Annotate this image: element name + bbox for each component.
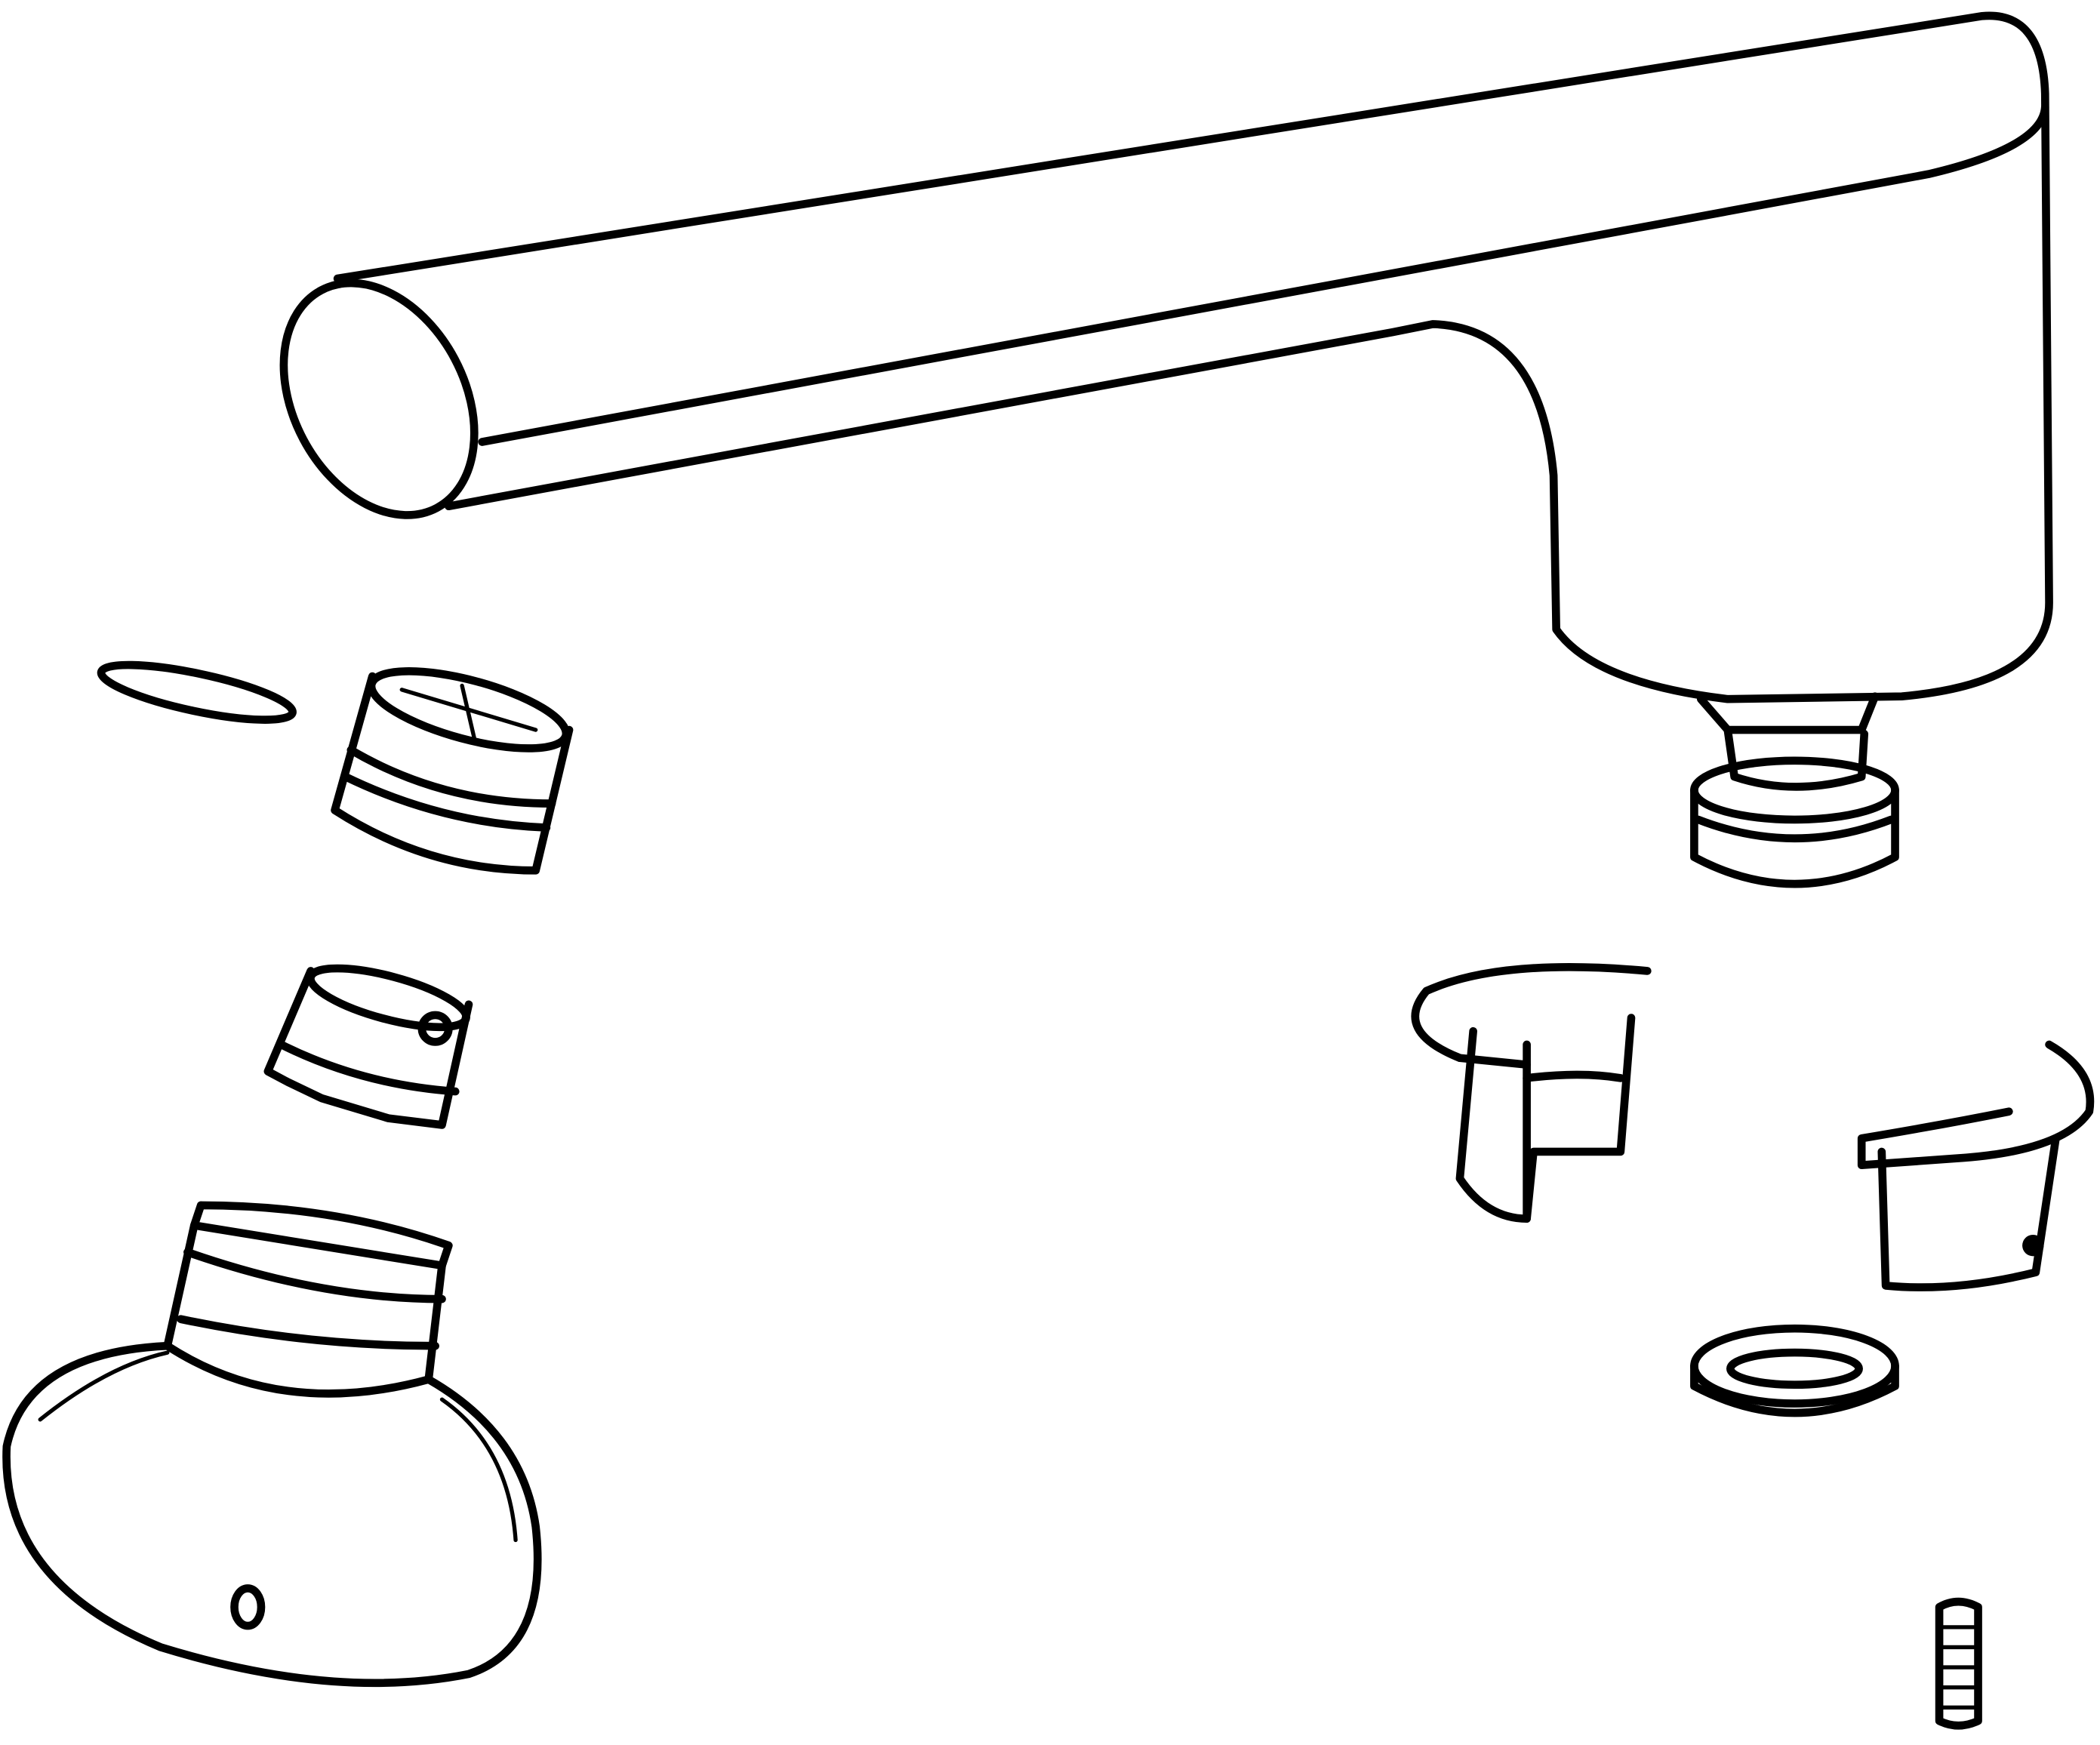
aerator (331, 667, 574, 875)
o-ring (97, 660, 297, 724)
set-screw (1935, 1597, 1982, 1730)
flow-cartridge (263, 964, 473, 1129)
stem-fitting (1690, 725, 1899, 888)
washer (1690, 1324, 1899, 1417)
clip-left (1411, 963, 1652, 1223)
clip-right (1857, 1040, 2095, 1291)
handle-knob (2, 1201, 542, 1688)
spout (279, 11, 2053, 734)
